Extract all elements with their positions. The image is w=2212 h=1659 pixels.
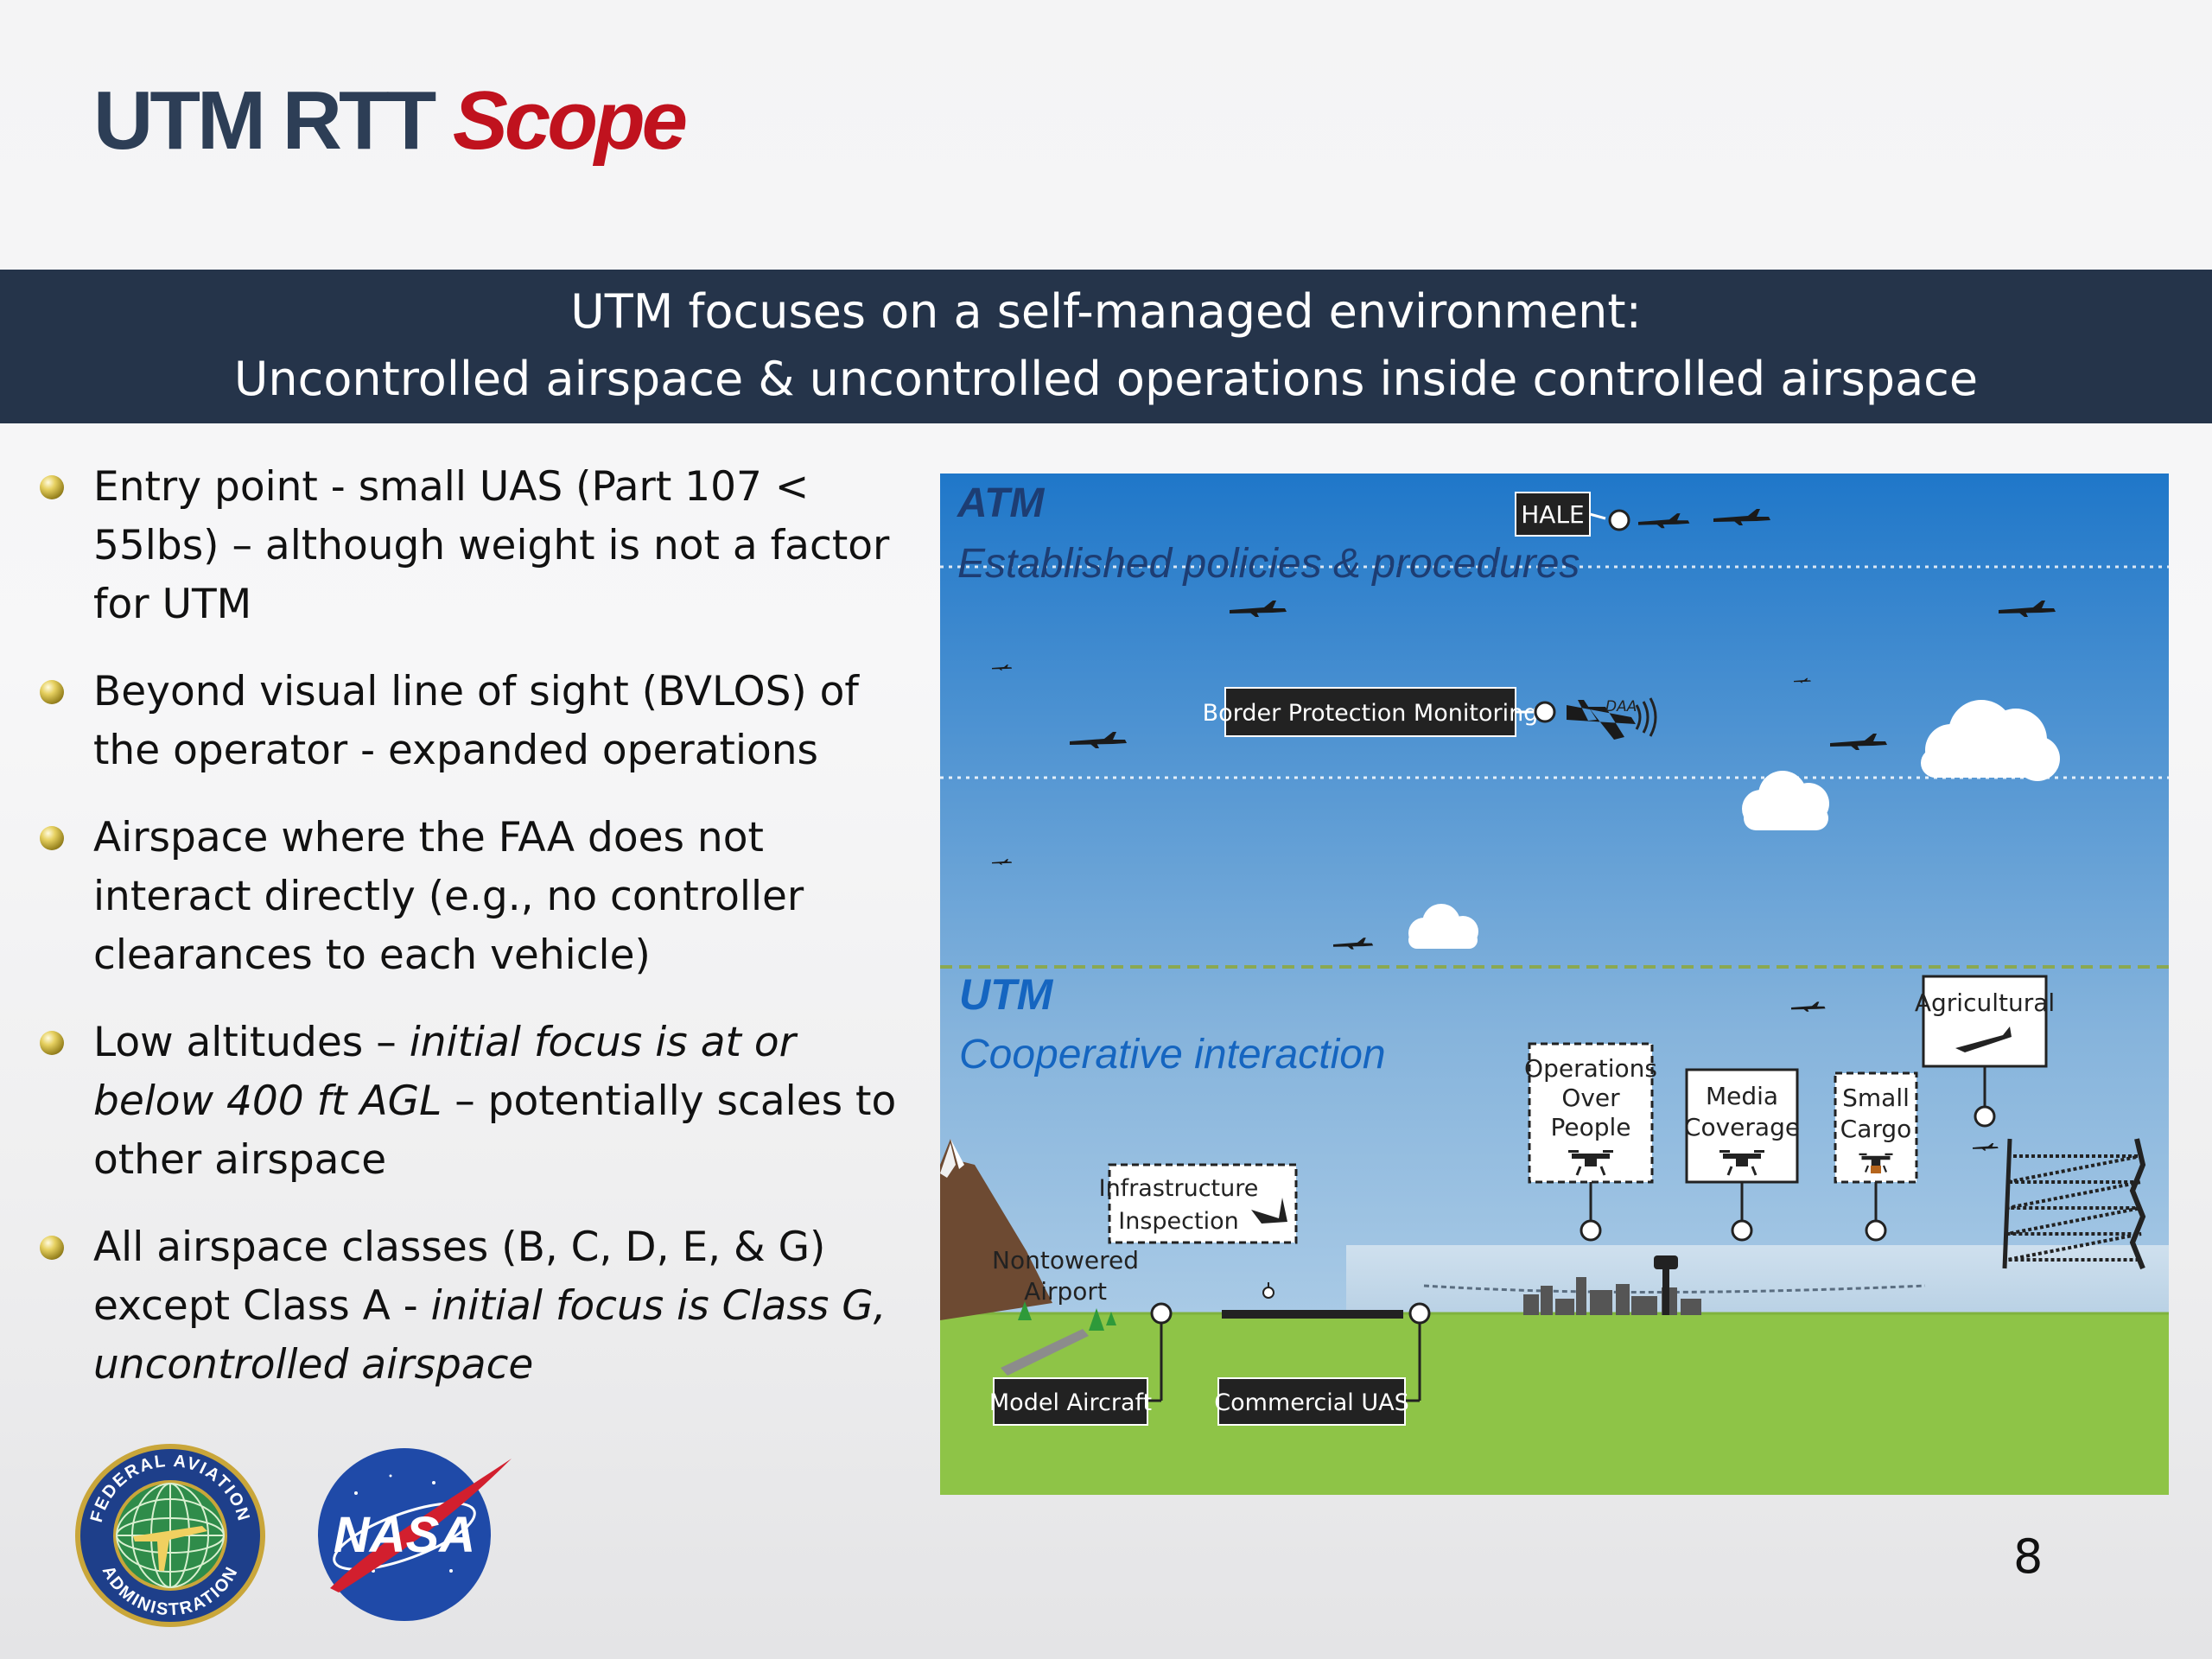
- border-protection-box: [1224, 687, 1516, 737]
- focus-banner: UTM focuses on a self-managed environmen…: [0, 270, 2212, 423]
- bullet-item: Low altitudes – initial focus is at or b…: [35, 1014, 899, 1190]
- bullet-item: Airspace where the FAA does not interact…: [35, 809, 899, 985]
- nasa-logo: NASA: [304, 1441, 517, 1624]
- bullet-icon: [40, 826, 64, 850]
- nontowered-label-2: Airport: [1024, 1277, 1107, 1306]
- daa-label: DAA: [1605, 698, 1637, 715]
- infrastructure-label-2: Inspection: [1118, 1208, 1238, 1235]
- model-aircraft-box: [993, 1377, 1148, 1426]
- banner-line-2: Uncontrolled airspace & uncontrolled ope…: [233, 352, 1979, 406]
- media-label-2: Coverage: [1684, 1113, 1800, 1141]
- title-accent: Scope: [452, 74, 688, 167]
- cargo-drone-icon: [1858, 1152, 1894, 1173]
- cloud: [1408, 904, 1478, 949]
- infrastructure-label-1: Infrastructure: [1099, 1175, 1259, 1202]
- train: [1222, 1310, 1403, 1319]
- nasa-text: NASA: [334, 1507, 475, 1563]
- agricultural-box: [1922, 975, 2048, 1068]
- commercial-uas-box: [1217, 1377, 1406, 1426]
- banner-line-1: UTM focuses on a self-managed environmen…: [570, 284, 1642, 339]
- hale-label: HALE: [1521, 500, 1585, 529]
- border-protection-label: Border Protection Monitoring: [1203, 700, 1539, 727]
- nontowered-label-1: Nontowered: [992, 1246, 1139, 1274]
- ops-label-3: People: [1550, 1113, 1630, 1141]
- fixed-wing-drone-icon: [1251, 1198, 1287, 1224]
- signal-icon: [1635, 697, 1657, 737]
- bullet-icon: [40, 475, 64, 499]
- cargo-label-2: Cargo: [1840, 1115, 1912, 1143]
- cargo-label-1: Small: [1842, 1084, 1910, 1112]
- bullet-icon: [40, 1031, 64, 1055]
- bullet-icon: [40, 1236, 64, 1260]
- faa-logo: FEDERAL AVIATION ADMINISTRATION: [73, 1441, 268, 1630]
- atm-label: ATM: [957, 480, 1045, 526]
- airspace-diagram: ATM Established policies & procedures HA…: [940, 474, 2169, 1495]
- media-label-1: Media: [1706, 1082, 1778, 1110]
- ops-label-1: Operations: [1524, 1054, 1657, 1083]
- commercial-uas-label: Commercial UAS: [1214, 1389, 1408, 1416]
- tree-icon: [1018, 1301, 1116, 1331]
- predator-drone-icon: [1567, 700, 1636, 740]
- hale-box: [1515, 492, 1591, 537]
- bullet-item: All airspace classes (B, C, D, E, & G) e…: [35, 1218, 899, 1395]
- runway: [1001, 1329, 1089, 1376]
- page-number: 8: [2013, 1529, 2044, 1584]
- cloud: [1742, 771, 1829, 830]
- slide-title: UTM RTT Scope: [93, 79, 688, 162]
- model-aircraft-label: Model Aircraft: [989, 1389, 1152, 1416]
- ops-label-2: Over: [1561, 1084, 1620, 1112]
- bullet-icon: [40, 680, 64, 704]
- bullet-item: Beyond visual line of sight (BVLOS) of t…: [35, 663, 899, 780]
- atm-subtitle: Established policies & procedures: [957, 541, 1580, 587]
- utm-label: UTM: [959, 970, 1054, 1019]
- crop-duster-icon: [1955, 1027, 2012, 1052]
- infrastructure-box: [1108, 1163, 1298, 1244]
- spray-pattern: [2006, 1154, 2142, 1262]
- agricultural-label: Agricultural: [1915, 988, 2055, 1017]
- mountain: [940, 1139, 1052, 1320]
- cloud: [1921, 700, 2060, 781]
- control-tower-icon: [1654, 1255, 1678, 1315]
- title-main: UTM RTT: [93, 74, 436, 167]
- bullet-list: Entry point - small UAS (Part 107 < 55lb…: [35, 458, 899, 1423]
- bullet-item: Entry point - small UAS (Part 107 < 55lb…: [35, 458, 899, 634]
- utm-subtitle: Cooperative interaction: [959, 1032, 1386, 1077]
